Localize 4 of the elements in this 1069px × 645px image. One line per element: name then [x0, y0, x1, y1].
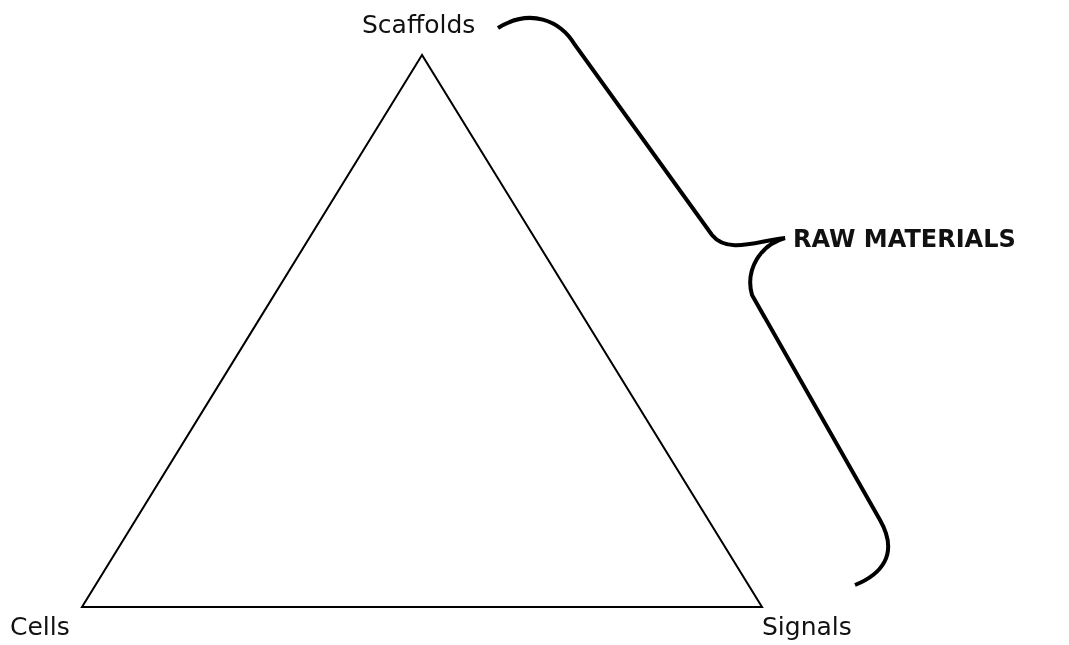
bracket-label: RAW MATERIALS [793, 224, 1016, 254]
vertex-label: Scaffolds [362, 10, 476, 40]
vertex-label: Signals [762, 612, 852, 642]
vertex-label: Cells [10, 612, 70, 642]
